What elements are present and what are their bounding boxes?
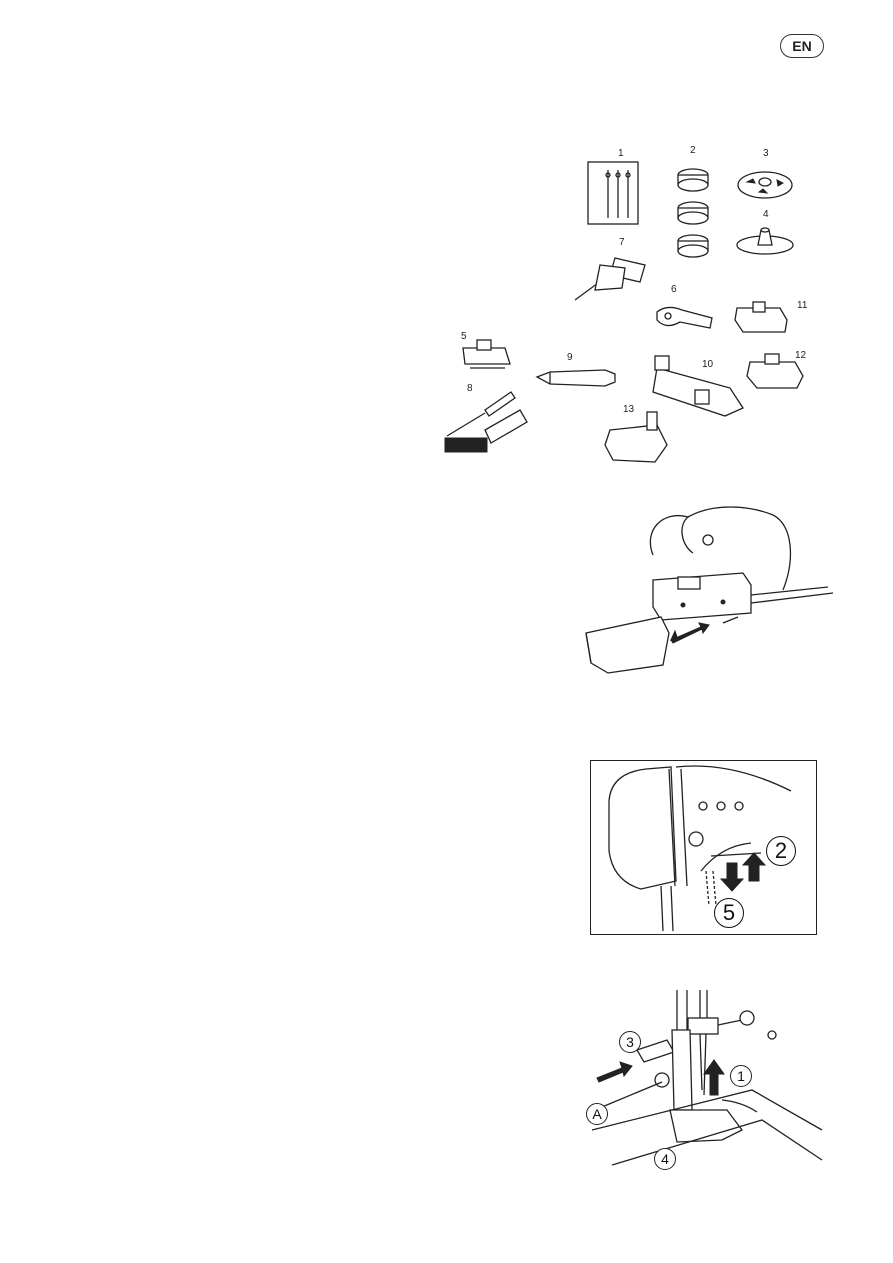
seam-ripper-brush-illustration — [445, 392, 527, 452]
button-foot-illustration — [605, 412, 667, 462]
accessory-label-3: 3 — [763, 148, 769, 159]
accessories-figure: 1 2 3 4 7 6 11 5 9 10 12 8 13 — [425, 140, 825, 470]
callout-lever-2: 2 — [766, 836, 796, 866]
accessory-label-10: 10 — [702, 359, 713, 370]
presser-lever-figure: 2 5 — [590, 760, 817, 935]
callout-foot-4: 4 — [654, 1148, 676, 1170]
zipper-foot-illustration — [735, 302, 787, 332]
spool-cap-illustration — [738, 172, 792, 198]
accessory-label-9: 9 — [567, 352, 573, 363]
callout-foot-3: 3 — [619, 1031, 641, 1053]
accessory-label-2: 2 — [690, 145, 696, 156]
accessory-label-13: 13 — [623, 404, 634, 415]
accessory-label-11: 11 — [797, 300, 807, 311]
callout-lever-5: 5 — [714, 898, 744, 928]
callout-foot-A: A — [586, 1103, 608, 1125]
buttonhole-foot-illustration — [653, 356, 743, 416]
accessory-label-8: 8 — [467, 383, 473, 394]
needle-plate-key-illustration — [657, 307, 712, 328]
bobbins-illustration — [678, 169, 708, 257]
accessory-label-5: 5 — [461, 331, 467, 342]
extension-table-figure — [583, 505, 833, 680]
accessory-label-4: 4 — [763, 209, 769, 220]
screwdriver-illustration — [575, 258, 645, 300]
presser-foot-illustration — [463, 340, 510, 368]
needles-illustration — [588, 162, 638, 224]
language-badge: EN — [780, 34, 824, 58]
presser-foot-drawing — [582, 990, 822, 1170]
callout-foot-1: 1 — [730, 1065, 752, 1087]
presser-foot-figure: 3 1 A 4 — [582, 990, 822, 1170]
accessory-label-6: 6 — [671, 284, 677, 295]
accessory-label-1: 1 — [618, 148, 624, 159]
extension-table-drawing — [583, 505, 833, 680]
accessories-drawing — [425, 140, 825, 470]
spool-holder-illustration — [737, 228, 793, 254]
accessory-label-12: 12 — [795, 350, 806, 361]
oil-bottle-illustration — [537, 370, 615, 386]
accessory-label-7: 7 — [619, 237, 625, 248]
